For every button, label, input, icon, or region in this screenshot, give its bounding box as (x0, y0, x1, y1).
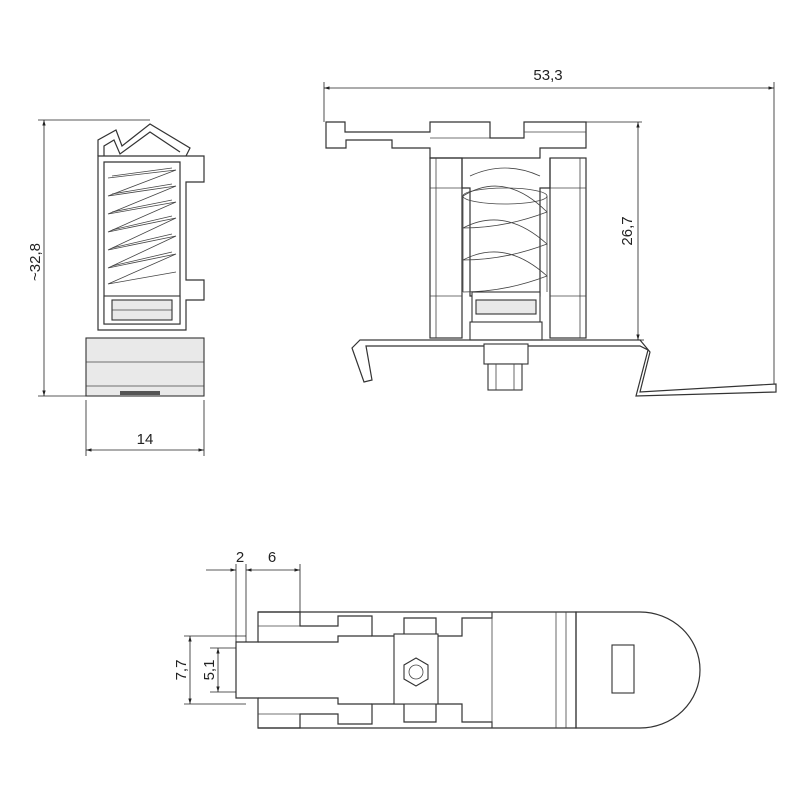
front-top-profile (325, 121, 587, 159)
front-leaf-spring (351, 339, 777, 397)
side-base-slot (120, 391, 160, 395)
front-height-label: 26,7 (619, 216, 636, 245)
front-right-column (549, 157, 587, 339)
top-offset-dimension: 2 6 (206, 549, 301, 642)
top-tongue (575, 611, 701, 729)
front-pin-head (483, 343, 529, 365)
side-frame (97, 155, 205, 331)
top-tongue-slot (611, 644, 635, 694)
top-view (235, 611, 701, 729)
front-height-dimension: 26,7 (586, 121, 644, 341)
side-base-block (85, 337, 205, 397)
side-height-dimension: ~32,8 (27, 119, 150, 397)
side-width-dimension: 14 (85, 400, 205, 456)
side-view (85, 123, 205, 397)
top-height-outer-label: 7,7 (173, 660, 190, 681)
side-top-hook (97, 123, 191, 157)
side-spring (107, 169, 177, 285)
top-offset-b-label: 6 (268, 549, 276, 566)
side-height-label: ~32,8 (27, 243, 44, 281)
front-pin (487, 363, 523, 391)
top-offset-a-label: 2 (236, 549, 244, 566)
side-width-label: 14 (137, 431, 154, 448)
front-spring (462, 167, 548, 293)
front-width-label: 53,3 (533, 67, 562, 84)
top-height-dimension: 7,7 5,1 (173, 635, 246, 705)
front-left-column (429, 157, 463, 339)
front-view (325, 121, 777, 397)
top-height-inner-label: 5,1 (201, 660, 218, 681)
front-width-dimension: 53,3 (323, 67, 775, 384)
top-hex-bolt (403, 657, 429, 687)
